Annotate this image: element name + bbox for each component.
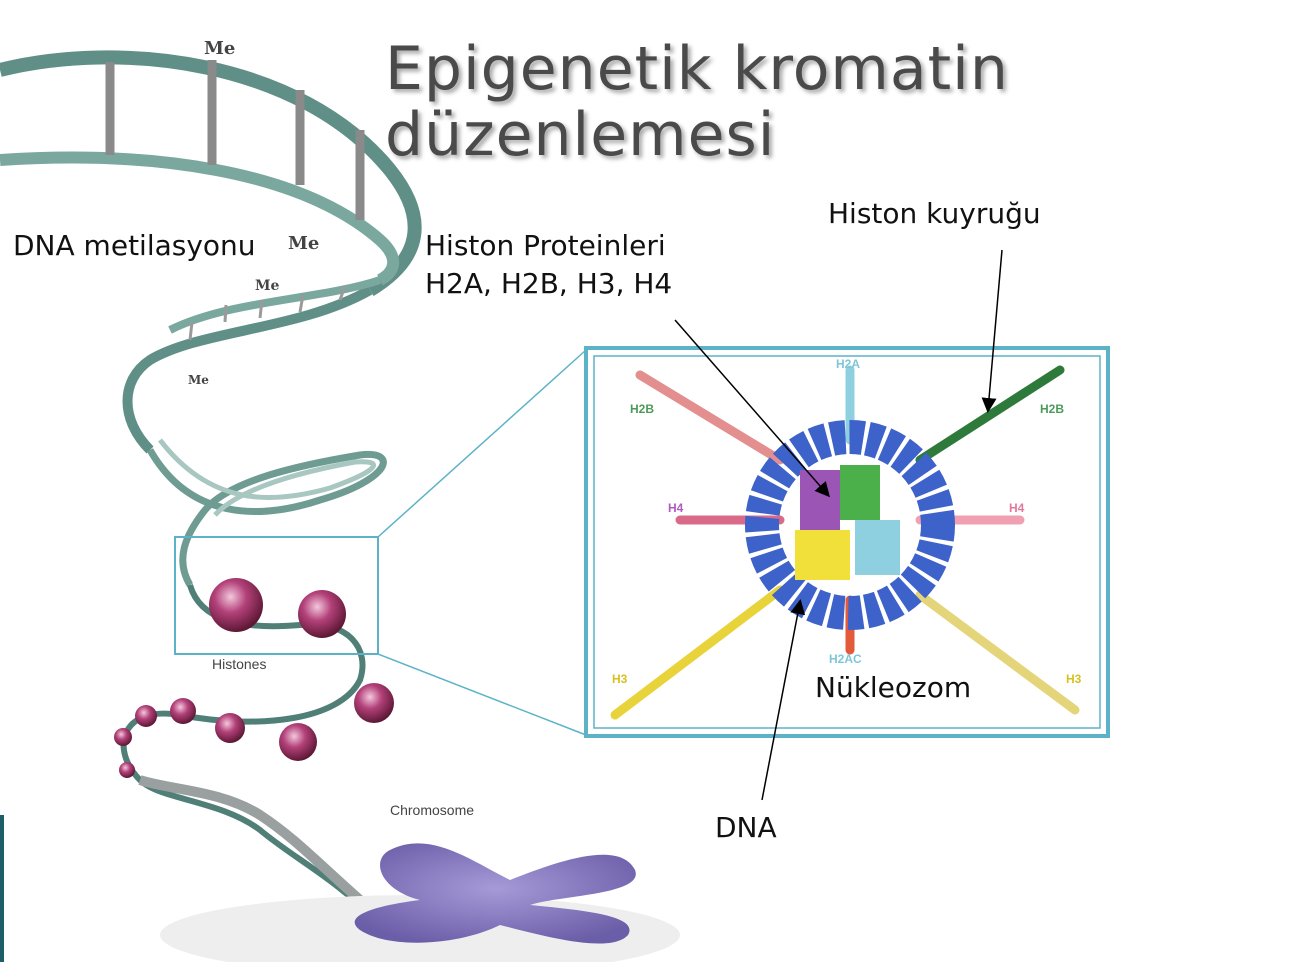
- edge-bar: [0, 815, 4, 962]
- histones-label: Histones: [212, 656, 267, 672]
- histone-proteins-label: Histon Proteinleri: [425, 229, 666, 262]
- nucleosome-label: Nükleozom: [815, 671, 972, 704]
- h2b-right-label: H2B: [1040, 402, 1065, 416]
- h2ac-label: H2AC: [829, 652, 862, 666]
- h2b-left-label: H2B: [630, 402, 655, 416]
- h2a-label: H2A: [836, 357, 861, 371]
- methyl-label: Me: [204, 38, 236, 59]
- nucleosome-inset: [584, 346, 1110, 738]
- dna-double-helix: [0, 50, 422, 908]
- histone-beads: [114, 578, 394, 778]
- histone-tail-label: Histon kuyruğu: [828, 197, 1041, 230]
- zoom-box: [174, 536, 379, 655]
- dna-label: DNA: [715, 811, 777, 844]
- title-line-2: düzenlemesi: [385, 100, 776, 170]
- methyl-label: Me: [188, 373, 209, 387]
- h3-left-label: H3: [612, 672, 628, 686]
- h4-right-label: H4: [1009, 501, 1025, 515]
- slide-title: Epigenetik kromatin düzenlemesi: [385, 36, 1009, 168]
- chromosome-label: Chromosome: [390, 802, 475, 818]
- h3-right-label: H3: [1066, 672, 1082, 686]
- histone-types-label: H2A, H2B, H3, H4: [425, 267, 673, 300]
- methyl-label: Me: [255, 278, 280, 294]
- methyl-label: Me: [288, 233, 320, 254]
- title-line-1: Epigenetik kromatin: [385, 34, 1009, 104]
- chromosome: [160, 843, 680, 962]
- h4-left-label: H4: [668, 501, 684, 515]
- dna-methylation-label: DNA metilasyonu: [13, 229, 256, 262]
